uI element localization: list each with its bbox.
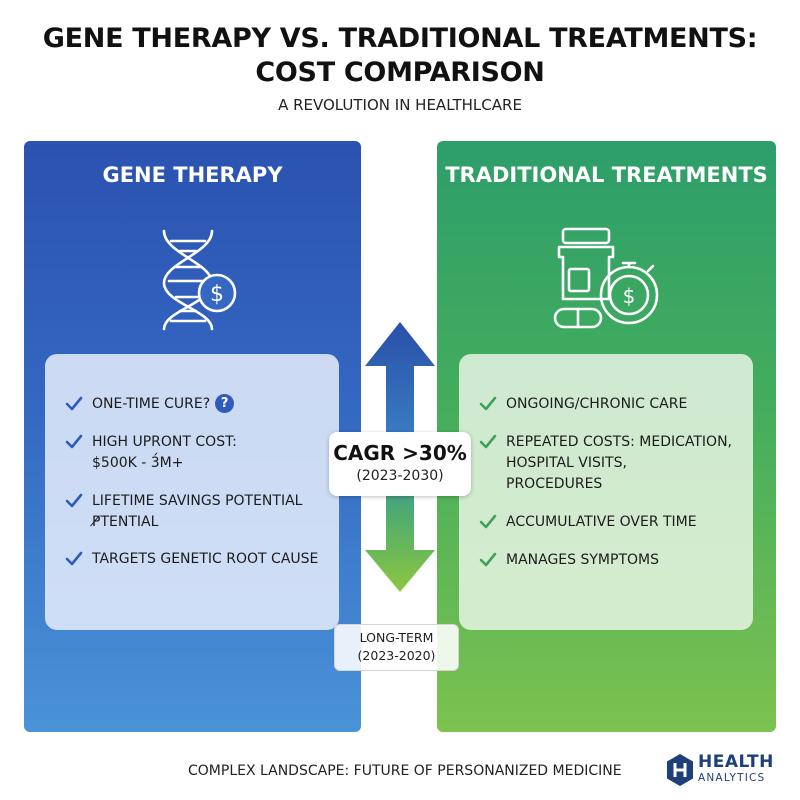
item-text: PROCEDURES xyxy=(506,476,603,492)
list-item: MANAGES SYMPTOMS xyxy=(479,550,739,571)
logo-word: HEALTH xyxy=(698,752,774,772)
list-item: TARGETS GENETIC ROOT CAUSE xyxy=(65,549,325,570)
long-term-label: LONG-TERM xyxy=(359,630,434,645)
cagr-label: CAGR >30% xyxy=(333,441,467,465)
traditional-treatments-heading: TRADITIONAL TREATMENTS xyxy=(445,163,768,187)
list-item: LIFETIME SAVINGS POTENTIAL P̸TENTIAL xyxy=(65,491,325,533)
svg-text:$: $ xyxy=(210,282,224,307)
list-item: HIGH UPRONT COST: $500K - 3́M+ xyxy=(65,432,325,474)
item-text: ACCUMULATIVE OVER TIME xyxy=(506,514,697,530)
cagr-period: (2023-2030) xyxy=(356,468,444,484)
list-item: ACCUMULATIVE OVER TIME xyxy=(479,512,739,533)
list-item: ONE-TIME CURE?? xyxy=(65,394,325,415)
logo-sub: ANALYTICS xyxy=(698,772,766,784)
long-term-period: (2023-2020) xyxy=(357,648,436,663)
item-text: P̸TENTIAL xyxy=(92,514,159,530)
traditional-treatments-card: ONGOING/CHRONIC CARE REPEATED COSTS: MED… xyxy=(459,354,753,630)
check-icon xyxy=(479,514,497,529)
check-icon xyxy=(65,493,83,508)
item-text: HOSPITAL VISITS, xyxy=(506,455,627,471)
pill-bottle-stopwatch-icon: $ xyxy=(553,227,659,329)
gene-therapy-heading: GENE THERAPY xyxy=(102,163,283,187)
page-title: GENE THERAPY VS. TRADITIONAL TREATMENTS:… xyxy=(0,22,800,90)
check-icon xyxy=(65,434,83,449)
cagr-callout: CAGR >30% (2023-2030) xyxy=(329,432,471,496)
list-item: ONGOING/CHRONIC CARE xyxy=(479,394,739,415)
svg-text:$: $ xyxy=(623,284,636,308)
check-icon xyxy=(65,396,83,411)
item-text: ONGOING/CHRONIC CARE xyxy=(506,396,688,412)
item-text: LIFETIME SAVINGS POTENTIAL xyxy=(92,493,303,509)
page-subtitle: A REVOLUTION IN HEALTHLCARE xyxy=(278,96,522,114)
check-icon xyxy=(65,551,83,566)
footer-text: COMPLEX LANDSCAPE: FUTURE OF PERSONANIZE… xyxy=(188,763,622,779)
item-text: ONE-TIME CURE? xyxy=(92,396,211,412)
question-icon: ? xyxy=(215,394,235,413)
traditional-treatments-panel: TRADITIONAL TREATMENTS $ ONGOING/CHRONIC… xyxy=(437,141,776,732)
item-text: MANAGES SYMPTOMS xyxy=(506,552,659,568)
title-line-1: GENE THERAPY VS. TRADITIONAL TREATMENTS: xyxy=(42,23,758,54)
title-line-2: COST COMPARISON xyxy=(255,57,545,88)
logo-hexagon-icon xyxy=(667,754,693,786)
long-term-callout: LONG-TERM (2023-2020) xyxy=(334,624,459,671)
check-icon xyxy=(479,396,497,411)
item-text: REPEATED COSTS: MEDICATION, xyxy=(506,434,732,450)
dna-dollar-icon: $ xyxy=(162,229,237,331)
check-icon xyxy=(479,552,497,567)
check-icon xyxy=(479,434,497,449)
item-text: HIGH UPRONT COST: xyxy=(92,434,237,450)
health-analytics-logo: HEALTH ANALYTICS xyxy=(665,752,777,788)
item-text: TARGETS GENETIC ROOT CAUSE xyxy=(92,551,319,567)
item-text: $500K - 3́M+ xyxy=(92,455,184,471)
gene-therapy-panel: GENE THERAPY $ ONE-TIME CURE?? HIGH UPRO… xyxy=(24,141,361,732)
gene-therapy-card: ONE-TIME CURE?? HIGH UPRONT COST: $500K … xyxy=(45,354,339,630)
list-item: REPEATED COSTS: MEDICATION, HOSPITAL VIS… xyxy=(479,432,739,495)
